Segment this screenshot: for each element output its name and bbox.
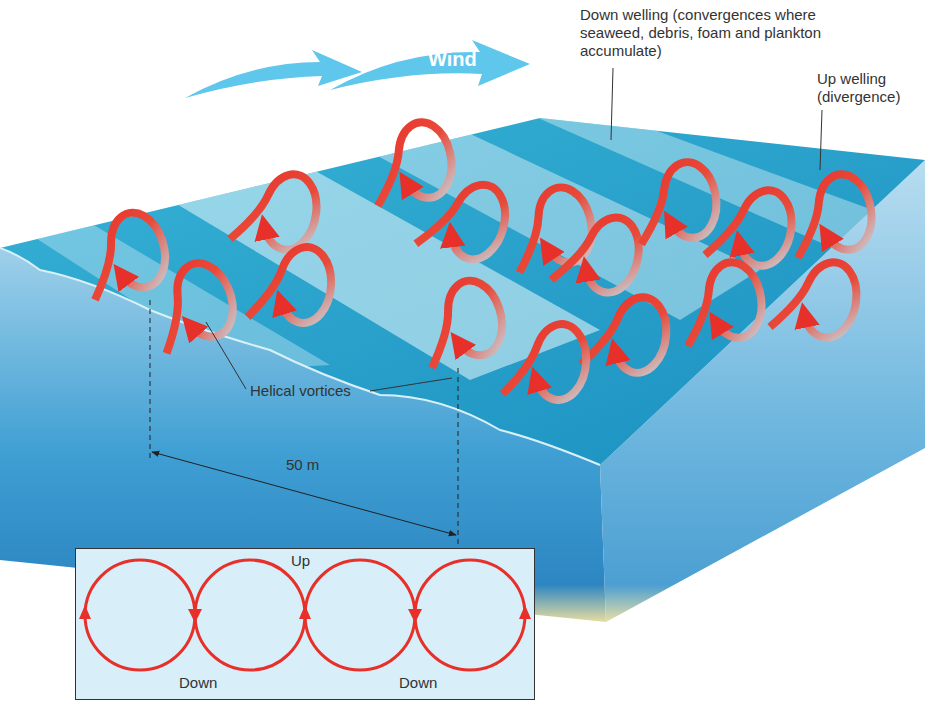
vortex-ribbon [785,170,877,259]
callout-label: Up welling (divergence) [817,70,921,106]
circulation-cell [195,560,305,670]
wind-arrow-node: Wind [330,40,530,96]
water-block [0,110,925,622]
extension-line [458,368,459,545]
flow-label: Up [291,552,310,569]
vortex-ribbon [141,255,243,354]
vortex-ribbon [705,181,797,270]
vortex-loop [631,159,721,245]
callout-label: Down welling (convergences where seaweed… [580,6,825,60]
vortex-ribbon [365,118,457,207]
inset-box: UpDown Down [75,548,535,700]
drawing-part [0,205,330,370]
vortex-loop [675,258,767,347]
flow-arrowhead [79,605,91,619]
inset-frame [76,549,535,700]
callout-label: Helical vortices [250,382,351,400]
flow-label: Down [399,674,437,691]
vortex-loop [770,253,862,342]
leader-line [370,378,452,391]
vortex-loop [502,319,589,402]
leader-line [206,322,246,389]
inset-drawing [75,548,535,700]
vortex-loop [413,275,510,369]
vortex-loop [141,255,243,354]
leader-lines [206,68,822,391]
vortex-ribbon [230,165,322,254]
drawing-part [520,110,900,260]
vortex-ribbon [581,290,671,376]
vortex-ribbon [247,242,334,325]
circulation-cell [415,560,525,670]
vortex-loop [504,182,598,273]
vortex-ribbon [551,207,645,298]
vortex-loop [416,171,513,265]
dimension-label: 50 m [286,456,319,474]
vortex-ribbon [413,275,510,369]
circulation-cell [85,560,195,670]
vortex-ribbon [416,171,513,265]
extension-line [150,300,151,458]
leader-line [611,68,613,140]
vortex-loop [705,181,797,270]
wind-label: Wind [428,48,477,71]
vortex-ribbon [631,159,721,245]
flow-label: Down [179,674,217,691]
helical-vortices [76,118,878,402]
vortex-ribbon [504,182,598,273]
wind-arrow [185,50,362,98]
vortex-loop [230,165,322,254]
vortex-loop [785,170,877,259]
vortex-loop [581,290,671,376]
leader-line [820,110,822,170]
vortex-ribbon [675,258,767,347]
wave-edge [0,248,600,465]
dimension [150,300,458,545]
vortex-ribbon [76,207,173,301]
flow-arrowhead [519,605,531,619]
surface-streaks [0,110,900,380]
vortex-loop [365,118,457,207]
vortex-ribbon [502,319,589,402]
wind-arrow-shape [185,50,362,98]
flow-arrowhead [299,605,311,619]
vortex-loop [247,242,334,325]
flow-arrowhead [188,609,202,623]
wind-arrow-shape [330,40,530,90]
flow-arrowhead [408,609,422,623]
dimension-line [152,452,456,535]
circulation-cell [305,560,415,670]
vortex-loop [76,207,173,301]
vortex-ribbon [770,253,862,342]
vortex-loop [551,207,645,298]
